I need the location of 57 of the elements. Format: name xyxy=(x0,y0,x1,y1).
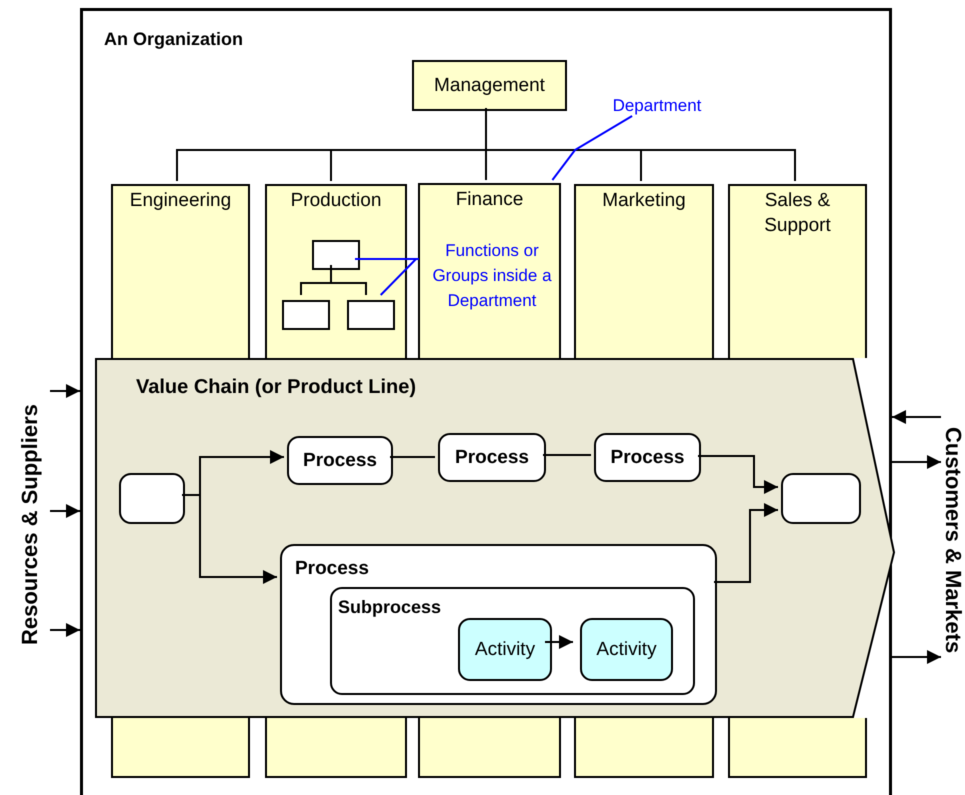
activity-label: Activity xyxy=(595,638,658,660)
arrow xyxy=(892,410,941,424)
callout-text: Functions or Groups inside a Department xyxy=(424,238,560,316)
process-label: Process xyxy=(454,446,530,468)
process-box xyxy=(119,473,185,524)
process-box xyxy=(287,436,393,485)
department-name: Sales & Support xyxy=(763,189,832,238)
side-label: Resources & Suppliers xyxy=(10,380,50,670)
process-label: Process xyxy=(302,450,378,472)
activity-box xyxy=(580,618,673,681)
department-column-base xyxy=(418,718,561,778)
department-column xyxy=(728,184,867,358)
arrow xyxy=(50,384,80,398)
arrow xyxy=(892,455,941,469)
connector-line xyxy=(543,454,591,456)
org-chart-box xyxy=(282,300,330,330)
department-column-base xyxy=(728,718,867,778)
department-column xyxy=(418,183,561,358)
activity-label: Activity xyxy=(474,638,536,660)
department-name: Finance xyxy=(454,188,524,212)
callout-text: Department xyxy=(601,93,713,119)
arrow xyxy=(698,455,778,494)
org-chart-box xyxy=(347,300,395,330)
leader-line xyxy=(380,258,419,296)
department-column xyxy=(111,184,250,358)
box-label: Management xyxy=(433,74,546,96)
subprocess-container xyxy=(330,587,695,695)
arrow xyxy=(545,635,573,649)
process-container xyxy=(280,544,717,705)
department-name: Marketing xyxy=(601,189,687,213)
leader-line xyxy=(552,115,633,181)
process-label: Process xyxy=(610,446,686,468)
process-title: Process xyxy=(295,558,369,580)
management-box xyxy=(412,60,567,111)
org-chart-box xyxy=(312,240,360,270)
process-box xyxy=(594,433,701,482)
department-column-base xyxy=(574,718,714,778)
organization-frame xyxy=(80,8,892,795)
chain-title: Value Chain (or Product Line) xyxy=(136,376,416,399)
department-name: Production xyxy=(290,189,382,213)
process-box xyxy=(438,433,546,482)
arrow xyxy=(50,623,80,637)
activity-box xyxy=(458,618,552,681)
connector-line xyxy=(485,108,796,181)
connector-line xyxy=(390,456,435,458)
arrow xyxy=(892,650,941,664)
department-column-base xyxy=(111,718,250,778)
arrow xyxy=(50,504,80,518)
side-label: Customers & Markets xyxy=(941,400,965,680)
frame-title: An Organization xyxy=(104,29,243,50)
process-box xyxy=(781,473,861,524)
department-column-base xyxy=(265,718,407,778)
subprocess-title: Subprocess xyxy=(338,597,442,618)
arrow xyxy=(714,503,778,583)
department-column xyxy=(574,184,714,358)
department-column xyxy=(265,184,407,358)
department-name: Engineering xyxy=(128,189,232,213)
